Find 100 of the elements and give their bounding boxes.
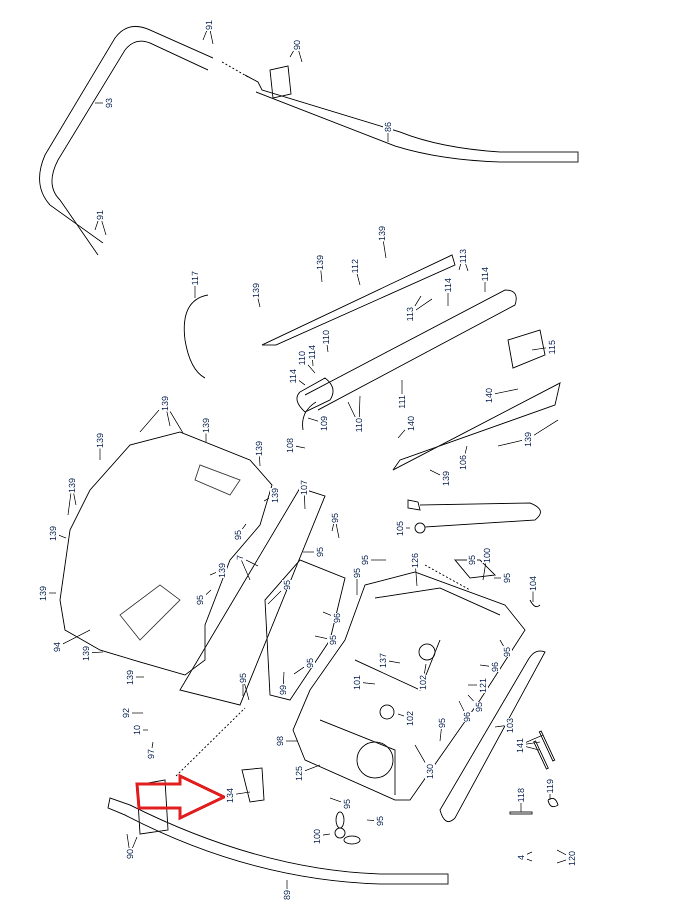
leader-line bbox=[298, 50, 302, 62]
callout-number: 139 bbox=[67, 478, 77, 493]
callout-number: 110 bbox=[297, 351, 307, 366]
callout-number: 114 bbox=[443, 278, 453, 292]
callout-number: 96 bbox=[332, 613, 342, 624]
leader-line bbox=[194, 286, 196, 298]
callout-number: 139 bbox=[251, 282, 261, 298]
callout-number: 134 bbox=[225, 788, 235, 803]
leader-line bbox=[320, 270, 322, 282]
callout-number: 105 bbox=[395, 520, 405, 536]
leader-line bbox=[296, 446, 306, 448]
callout-number: 119 bbox=[545, 779, 555, 794]
leader-line bbox=[382, 241, 386, 258]
leader-line bbox=[304, 764, 320, 772]
callout-number: 117 bbox=[190, 271, 200, 286]
leader-line bbox=[304, 495, 306, 510]
callout-number: 95 bbox=[328, 635, 338, 646]
callout-number: 113 bbox=[405, 307, 415, 322]
leader-line bbox=[520, 802, 522, 812]
callout-number: 95 bbox=[375, 816, 385, 826]
leader-line bbox=[358, 396, 360, 418]
leader-line bbox=[48, 592, 56, 594]
leader-line bbox=[94, 220, 98, 230]
leader-line bbox=[362, 682, 376, 684]
leader-line bbox=[58, 534, 66, 538]
leader-line bbox=[458, 700, 464, 712]
leader-line bbox=[136, 676, 144, 678]
leader-line bbox=[356, 578, 358, 596]
leader-line bbox=[294, 666, 304, 674]
callout-number: 95 bbox=[502, 647, 512, 658]
leader-line bbox=[430, 470, 440, 476]
callout-number: 95 bbox=[305, 658, 315, 668]
callout-number: 111 bbox=[397, 395, 407, 409]
leader-line bbox=[556, 860, 566, 864]
leader-line bbox=[290, 50, 294, 58]
leader-line bbox=[532, 348, 546, 350]
leader-line bbox=[526, 734, 544, 743]
leader-line bbox=[322, 834, 330, 836]
callout-number: 95 bbox=[330, 513, 340, 524]
leader-line bbox=[556, 850, 566, 856]
callout-number: 125 bbox=[294, 766, 304, 781]
callout-number: 95 bbox=[467, 555, 477, 566]
leader-line bbox=[336, 524, 340, 538]
callout-number: 113 bbox=[458, 249, 468, 264]
leader-line bbox=[484, 282, 486, 292]
callout-number: 139 bbox=[160, 396, 170, 411]
callout-number: 139 bbox=[523, 432, 533, 447]
leader-line bbox=[314, 636, 328, 640]
callout-number: 102 bbox=[405, 710, 415, 726]
leader-line bbox=[498, 440, 522, 446]
leader-line bbox=[526, 852, 532, 855]
leader-line bbox=[534, 420, 558, 436]
callout-number: 94 bbox=[52, 642, 62, 652]
leader-line bbox=[210, 572, 216, 576]
leader-line bbox=[101, 220, 106, 236]
callout-number: 98 bbox=[275, 736, 285, 746]
leader-line bbox=[465, 264, 468, 272]
leader-line bbox=[416, 298, 432, 310]
callout-number: 139 bbox=[441, 470, 451, 486]
callout-number: 114 bbox=[288, 369, 298, 384]
leader-line bbox=[298, 380, 306, 386]
callout-number: 109 bbox=[319, 416, 329, 431]
callout-number: 114 bbox=[307, 345, 317, 360]
callout-number: 96 bbox=[490, 662, 500, 672]
leader-line bbox=[68, 493, 72, 516]
callout-number: 102 bbox=[418, 674, 428, 690]
leader-line bbox=[126, 834, 130, 848]
leader-line bbox=[92, 652, 104, 654]
callout-number: 89 bbox=[282, 890, 292, 900]
leader-line bbox=[236, 792, 250, 794]
callout-number: 95 bbox=[315, 547, 325, 558]
leader-line bbox=[494, 388, 518, 394]
leader-line bbox=[312, 360, 314, 366]
leader-line bbox=[468, 684, 478, 686]
callout-number: 106 bbox=[458, 454, 468, 470]
leader-line bbox=[440, 728, 442, 742]
leader-line bbox=[348, 402, 356, 418]
leader-line bbox=[282, 672, 284, 684]
callout-number: 91 bbox=[204, 20, 214, 30]
leader-line bbox=[424, 664, 426, 674]
leader-line bbox=[170, 411, 184, 434]
leader-line bbox=[308, 418, 318, 422]
leader-line bbox=[132, 712, 144, 714]
leader-line bbox=[526, 746, 540, 750]
leader-line bbox=[398, 430, 406, 438]
callout-number: 139 bbox=[48, 526, 58, 541]
callout-number: 96 bbox=[462, 712, 472, 722]
leader-line bbox=[330, 798, 342, 802]
leader-line bbox=[140, 410, 160, 432]
callout-number: 139 bbox=[38, 586, 48, 601]
callout-number: 99 bbox=[278, 685, 288, 696]
leader-line bbox=[286, 880, 288, 890]
leader-line bbox=[356, 274, 360, 286]
leader-line bbox=[388, 660, 400, 664]
callout-number: 100 bbox=[482, 548, 492, 563]
callout-number: 93 bbox=[104, 98, 114, 108]
leader-line bbox=[366, 820, 374, 821]
leader-line bbox=[242, 524, 246, 530]
callout-number: 90 bbox=[292, 40, 302, 50]
callout-number: 90 bbox=[125, 849, 135, 860]
